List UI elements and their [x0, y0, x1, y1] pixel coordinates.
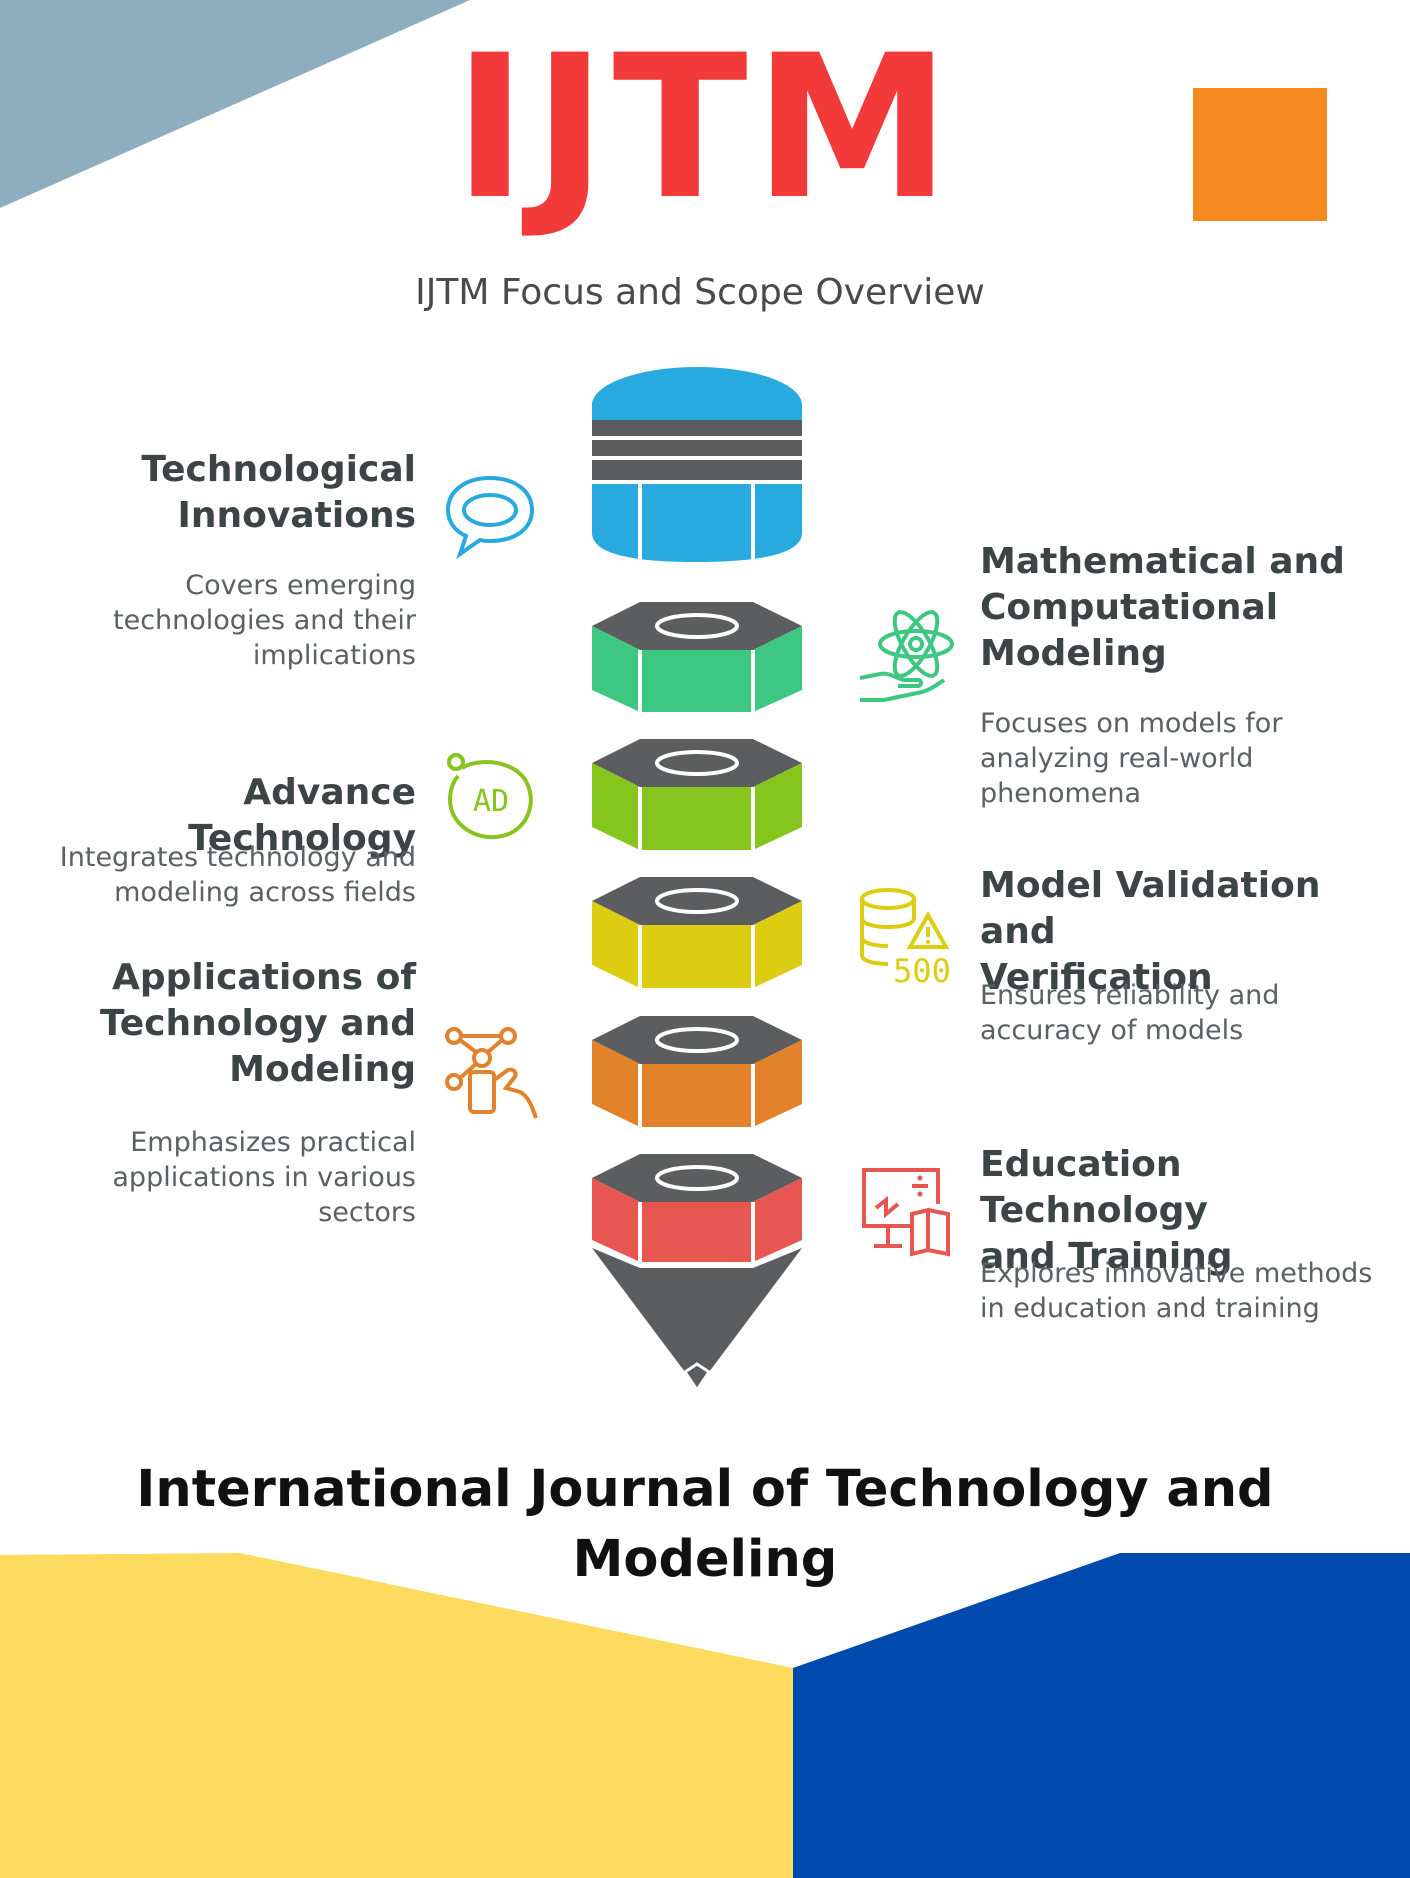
journal-logo: IJTM	[453, 12, 957, 243]
speech-bubble-icon	[445, 475, 535, 560]
bottom-blue-shape	[793, 1553, 1410, 1878]
stacked-layers-graphic	[592, 367, 802, 1393]
layer-technological-innovations	[592, 367, 802, 562]
ad-badge-icon: AD	[447, 753, 533, 840]
item-title-model-validation: Model Validation and Verification	[980, 865, 1321, 998]
item-desc-education-technology: Explores innovative methods in education…	[980, 1258, 1373, 1324]
board-book-icon	[862, 1168, 950, 1257]
bottom-yellow-shape	[0, 1553, 793, 1878]
database-warning-icon: 500	[860, 888, 951, 985]
item-title-advance-technology: Advance Technology	[188, 772, 416, 859]
item-desc-advance-technology: Integrates technology and modeling acros…	[59, 842, 416, 908]
item-desc-model-validation: Ensures reliability and accuracy of mode…	[980, 980, 1280, 1046]
overview-title: IJTM Focus and Scope Overview	[415, 272, 985, 313]
layer-applications	[592, 1016, 802, 1127]
layer-education	[592, 1154, 802, 1262]
item-title-computational-modeling: Mathematical and Computational Modeling	[980, 541, 1345, 674]
top-left-triangle	[0, 0, 470, 208]
ad-badge-text: AD	[473, 784, 509, 819]
item-title-technological-innovations: Technological Innovations	[141, 449, 416, 536]
item-desc-computational-modeling: Focuses on models for analyzing real-wor…	[980, 708, 1283, 809]
item-desc-applications: Emphasizes practical applications in var…	[112, 1127, 416, 1228]
orange-square	[1193, 88, 1327, 221]
layer-model-validation	[592, 877, 802, 988]
item-title-applications: Applications of Technology and Modeling	[99, 957, 416, 1090]
layer-computational-modeling	[592, 602, 802, 712]
pencil-tip	[592, 1248, 802, 1393]
item-desc-technological-innovations: Covers emerging technologies and their i…	[113, 570, 416, 671]
layer-advance-technology	[592, 739, 802, 850]
network-hand-icon	[445, 1027, 538, 1119]
database-warning-text: 500	[893, 952, 951, 985]
atom-hand-icon	[859, 610, 954, 702]
item-title-education-technology: Education Technology and Training	[980, 1144, 1233, 1277]
journal-full-name: International Journal of Technology and …	[136, 1460, 1274, 1589]
